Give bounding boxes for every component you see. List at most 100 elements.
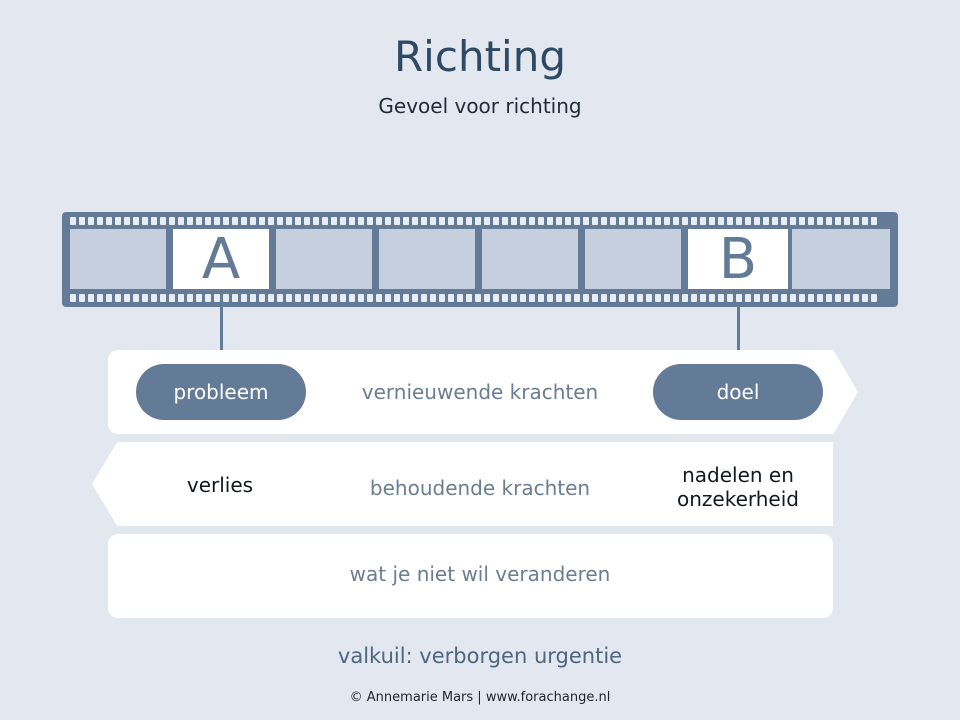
film-frame	[585, 229, 681, 289]
sprocket-hole	[664, 217, 670, 225]
sprocket-hole	[295, 294, 301, 302]
sprocket-hole	[286, 217, 292, 225]
sprocket-hole	[772, 294, 778, 302]
frame-b-label: B	[718, 226, 758, 292]
sprocket-hole	[646, 217, 652, 225]
sprocket-hole	[187, 294, 193, 302]
film-frame-a: A	[173, 226, 269, 292]
disadvantages-line-2: onzekerheid	[677, 487, 799, 511]
problem-pill: probleem	[136, 364, 306, 420]
sprocket-hole	[223, 217, 229, 225]
copyright-footer: © Annemarie Mars | www.forachange.nl	[349, 690, 611, 705]
sprocket-hole	[664, 294, 670, 302]
sprocket-hole	[547, 217, 553, 225]
sprocket-hole	[862, 217, 868, 225]
sprocket-hole	[439, 294, 445, 302]
sprocket-hole	[169, 294, 175, 302]
sprocket-hole	[655, 217, 661, 225]
sprocket-hole	[97, 294, 103, 302]
sprocket-hole	[502, 217, 508, 225]
sprocket-hole	[232, 217, 238, 225]
frame-a-label: A	[201, 226, 241, 292]
sprocket-hole	[529, 217, 535, 225]
sprocket-hole	[232, 294, 238, 302]
band-retaining-forces	[92, 442, 833, 526]
sprocket-hole	[808, 294, 814, 302]
sprocket-hole	[538, 217, 544, 225]
sprocket-hole	[637, 294, 643, 302]
page-subtitle: Gevoel voor richting	[378, 94, 582, 118]
sprocket-hole	[790, 294, 796, 302]
sprocket-hole	[169, 217, 175, 225]
sprocket-hole	[358, 294, 364, 302]
sprocket-hole	[619, 217, 625, 225]
sprocket-hole	[385, 294, 391, 302]
sprocket-hole	[844, 294, 850, 302]
arrow-a-shaft	[220, 307, 223, 353]
retaining-forces-label: behoudende krachten	[369, 476, 591, 500]
sprocket-hole	[637, 217, 643, 225]
sprocket-hole	[817, 217, 823, 225]
sprocket-hole	[313, 294, 319, 302]
sprocket-hole	[367, 294, 373, 302]
sprocket-hole	[331, 294, 337, 302]
sprocket-hole	[601, 294, 607, 302]
sprocket-hole	[655, 294, 661, 302]
sprocket-hole	[610, 294, 616, 302]
sprocket-hole	[115, 294, 121, 302]
sprocket-hole	[160, 217, 166, 225]
sprocket-hole	[214, 217, 220, 225]
sprocket-hole	[205, 217, 211, 225]
filmstrip: A B	[62, 212, 898, 307]
sprocket-hole	[376, 217, 382, 225]
sprocket-hole	[241, 217, 247, 225]
sprocket-hole	[556, 217, 562, 225]
pitfall-text: valkuil: verborgen urgentie	[337, 644, 623, 668]
sprocket-hole	[565, 294, 571, 302]
sprocket-hole	[781, 294, 787, 302]
filmstrip-holes-top	[70, 217, 890, 225]
sprocket-hole	[628, 294, 634, 302]
sprocket-hole	[196, 294, 202, 302]
sprocket-hole	[862, 294, 868, 302]
page-title: Richting	[394, 32, 566, 81]
unwanted-change-label: wat je niet wil veranderen	[349, 562, 611, 586]
sprocket-hole	[268, 217, 274, 225]
sprocket-hole	[259, 217, 265, 225]
sprocket-hole	[151, 217, 157, 225]
disadvantages-line-1: nadelen en	[682, 463, 794, 487]
sprocket-hole	[403, 217, 409, 225]
sprocket-hole	[106, 294, 112, 302]
sprocket-hole	[475, 294, 481, 302]
disadvantages-label: nadelen en onzekerheid	[653, 463, 823, 511]
loss-label: verlies	[186, 473, 254, 497]
goal-label: doel	[716, 380, 760, 404]
sprocket-hole	[394, 294, 400, 302]
sprocket-hole	[70, 294, 76, 302]
sprocket-hole	[304, 217, 310, 225]
sprocket-hole	[691, 217, 697, 225]
sprocket-hole	[223, 294, 229, 302]
sprocket-hole	[160, 294, 166, 302]
sprocket-hole	[520, 294, 526, 302]
sprocket-hole	[592, 294, 598, 302]
sprocket-hole	[304, 294, 310, 302]
band-retaining-forces-end	[792, 442, 833, 526]
sprocket-hole	[421, 294, 427, 302]
renewing-forces-label: vernieuwende krachten	[361, 380, 599, 404]
sprocket-hole	[691, 294, 697, 302]
sprocket-hole	[448, 294, 454, 302]
sprocket-hole	[97, 217, 103, 225]
sprocket-hole	[727, 294, 733, 302]
sprocket-hole	[79, 294, 85, 302]
sprocket-hole	[754, 294, 760, 302]
sprocket-hole	[745, 294, 751, 302]
sprocket-hole	[871, 294, 877, 302]
sprocket-hole	[88, 294, 94, 302]
sprocket-hole	[124, 294, 130, 302]
film-frame	[276, 229, 372, 289]
sprocket-hole	[520, 217, 526, 225]
sprocket-hole	[331, 217, 337, 225]
sprocket-hole	[754, 217, 760, 225]
sprocket-hole	[268, 294, 274, 302]
